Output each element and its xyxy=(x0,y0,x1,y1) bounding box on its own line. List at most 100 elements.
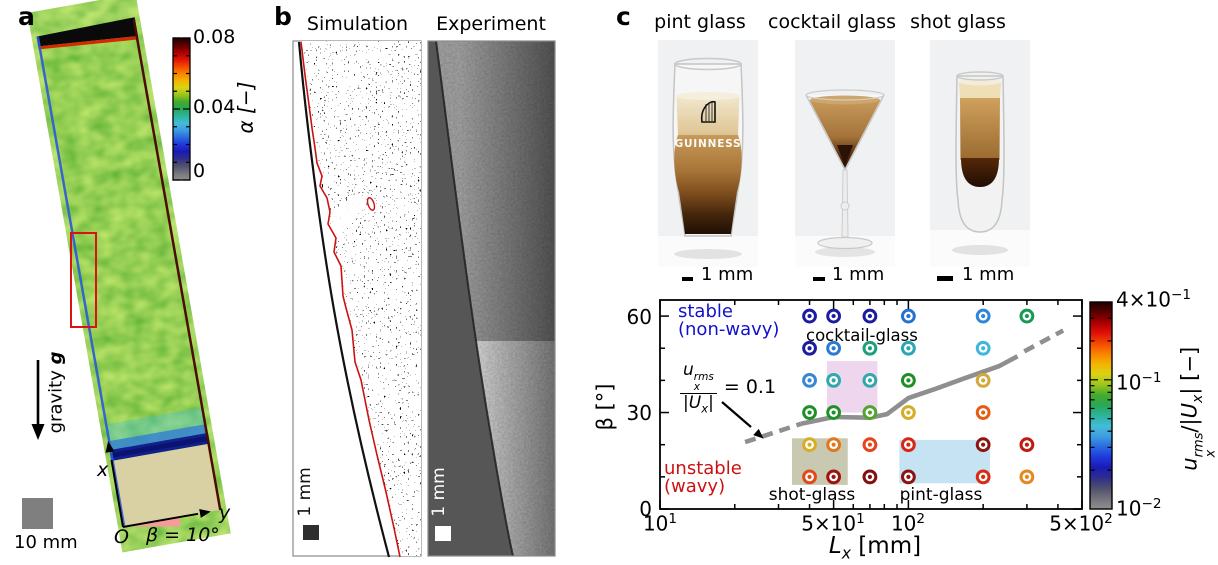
stout-liquid xyxy=(674,135,742,234)
interface-loop xyxy=(366,197,376,211)
stable-annotation-line2: (non-wavy) xyxy=(678,319,780,340)
xtick-500: 5×102 xyxy=(1049,511,1113,536)
y-axis-arrowhead xyxy=(199,508,211,518)
shot-region-label: shot-glass xyxy=(768,485,856,505)
data-point xyxy=(802,469,817,485)
cocktail-glass-photo xyxy=(795,40,895,267)
data-point xyxy=(862,469,878,485)
colorbar-velocity xyxy=(1089,301,1113,510)
cocktail-scale-label: 1 mm xyxy=(832,264,885,285)
data-point xyxy=(975,308,991,324)
data-point xyxy=(975,405,991,420)
xtick-50: 5×101 xyxy=(801,511,865,536)
stability-boundary-curve xyxy=(744,328,1065,445)
exp-scale-label: 1 mm xyxy=(429,467,450,517)
stable-annotation-line1: stable xyxy=(678,301,733,322)
data-point xyxy=(862,372,878,388)
plot-frame xyxy=(659,299,1083,510)
data-point xyxy=(802,405,817,420)
ytick-0: 0 xyxy=(639,497,652,521)
data-point xyxy=(1019,469,1035,485)
data-point xyxy=(826,308,842,324)
data-point xyxy=(900,469,916,485)
coordinate-axes xyxy=(110,459,199,528)
panel-b-experiment-image xyxy=(427,40,556,557)
colorbar-a-tick-004: 0.04 xyxy=(193,96,236,118)
data-point xyxy=(826,372,842,388)
data-point xyxy=(862,405,878,420)
cocktail-glass-title: cocktail glass xyxy=(768,11,896,33)
pint-glass-title: pint glass xyxy=(654,11,746,33)
origin-label: O xyxy=(114,526,129,548)
foot xyxy=(817,236,873,250)
y-axis-label: y xyxy=(219,502,231,524)
detected-interface-line xyxy=(300,41,401,558)
colorbar-alpha-ticks xyxy=(173,37,190,181)
data-point xyxy=(900,340,916,356)
bubble-free-zone xyxy=(428,41,513,556)
data-point xyxy=(826,469,842,485)
data-point xyxy=(975,437,991,453)
xtick-100: 102 xyxy=(890,511,926,536)
data-point xyxy=(1019,308,1035,324)
data-point xyxy=(802,437,817,453)
scale-square-10mm xyxy=(22,498,53,529)
pint-scale-label: 1 mm xyxy=(701,264,754,285)
data-point xyxy=(975,340,991,356)
panel-a-tilted-cell-image xyxy=(22,17,222,529)
data-point xyxy=(826,437,842,453)
y-axis-title: β [°] xyxy=(592,383,617,431)
data-point xyxy=(900,437,916,453)
panel-b-simulation-image xyxy=(292,40,422,558)
colorbar-velocity-ticks xyxy=(1090,317,1112,471)
pint-region-label: pint-glass xyxy=(899,485,983,505)
x-axis-label: x xyxy=(97,459,109,481)
simulation-title: Simulation xyxy=(306,13,409,35)
red-inspection-rectangle xyxy=(70,232,97,328)
data-point xyxy=(900,308,916,324)
unstable-annotation-line1: unstable xyxy=(664,458,742,479)
exp-scale-square xyxy=(435,526,451,541)
scatter-markers xyxy=(802,308,1035,485)
data-point xyxy=(802,372,817,388)
data-point xyxy=(862,340,878,356)
cbar-tick-1e-2: 10−2 xyxy=(1116,496,1162,521)
sim-scale-label: 1 mm xyxy=(295,467,316,517)
scale-10mm-label: 10 mm xyxy=(14,532,78,553)
experiment-interface-line xyxy=(435,40,514,557)
gravity-symbol: g xyxy=(45,351,67,365)
plot-ticks xyxy=(659,300,1083,510)
x-axis-arrowhead xyxy=(105,441,115,453)
left-edge-line xyxy=(36,36,126,527)
data-point xyxy=(900,405,916,420)
data-point xyxy=(826,405,842,420)
gravity-arrowhead xyxy=(31,424,45,440)
data-point xyxy=(862,437,878,453)
data-point xyxy=(862,308,878,324)
clear-liquid-region xyxy=(111,443,222,527)
cbar-tick-4e-1: 4×10−1 xyxy=(1116,287,1191,312)
shot-liquid xyxy=(960,98,1000,160)
shot-glass-photo xyxy=(930,40,1030,267)
xtick-10: 101 xyxy=(642,511,678,536)
threshold-arrow xyxy=(721,401,752,428)
harp-logo xyxy=(700,100,716,123)
x-axis-title: Lx [mm] xyxy=(828,533,922,563)
experiment-title: Experiment xyxy=(436,13,546,35)
cocktail-scale-bar xyxy=(813,277,825,281)
colorbar-a-tick-0: 0 xyxy=(193,160,206,182)
pint-glass-photo: GUINNESS xyxy=(658,40,758,267)
black-top-wedge xyxy=(36,17,138,47)
panel-a-label: a xyxy=(18,2,35,31)
gravity-label: gravity g xyxy=(45,351,67,434)
unstable-annotation-line2: (wavy) xyxy=(664,476,726,497)
tilt-angle-label: β = 10° xyxy=(146,524,220,546)
colorbar-a-tick-008: 0.08 xyxy=(193,26,236,48)
data-point xyxy=(802,308,817,324)
data-point xyxy=(975,372,991,388)
data-point xyxy=(802,340,817,356)
